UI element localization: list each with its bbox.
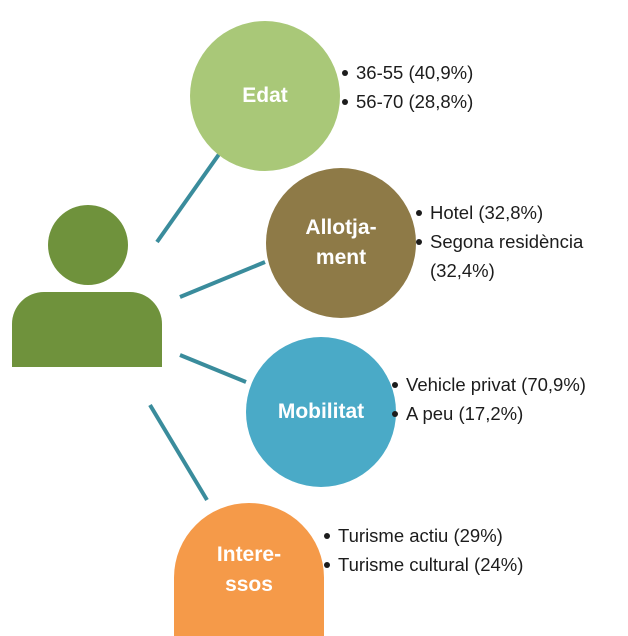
interessos-label: Intere- ssos — [216, 542, 282, 596]
interessos-list: Turisme actiu (29%) Turisme cultural (24… — [324, 521, 574, 579]
allotjament-bubble: Allotja- ment — [266, 168, 416, 318]
connector-edat — [155, 148, 224, 244]
connector-mobilitat — [179, 353, 247, 384]
edat-bubble: Edat — [190, 21, 340, 171]
list-item: 36-55 (40,9%) — [342, 58, 542, 87]
list-item: Turisme actiu (29%) — [324, 521, 574, 550]
connector-interessos — [148, 403, 209, 502]
list-item: Hotel (32,8%) — [416, 198, 626, 227]
list-item: A peu (17,2%) — [392, 399, 602, 428]
allotjament-list: Hotel (32,8%) Segona residència (32,4%) — [416, 198, 626, 285]
mobilitat-label: Mobilitat — [277, 400, 365, 423]
list-item: Segona residència (32,4%) — [416, 227, 626, 285]
list-item: Turisme cultural (24%) — [324, 550, 574, 579]
person-head — [48, 205, 128, 285]
person-body — [12, 292, 162, 367]
list-item: 56-70 (28,8%) — [342, 87, 542, 116]
allotjament-label: Allotja- ment — [305, 216, 377, 269]
mobilitat-list: Vehicle privat (70,9%) A peu (17,2%) — [392, 370, 602, 428]
edat-label: Edat — [242, 84, 288, 107]
list-item: Vehicle privat (70,9%) — [392, 370, 602, 399]
interessos-bubble: Intere- ssos — [174, 503, 324, 636]
edat-list: 36-55 (40,9%) 56-70 (28,8%) — [342, 58, 542, 116]
connector-allotjament — [179, 260, 266, 299]
mobilitat-bubble: Mobilitat — [246, 337, 396, 487]
